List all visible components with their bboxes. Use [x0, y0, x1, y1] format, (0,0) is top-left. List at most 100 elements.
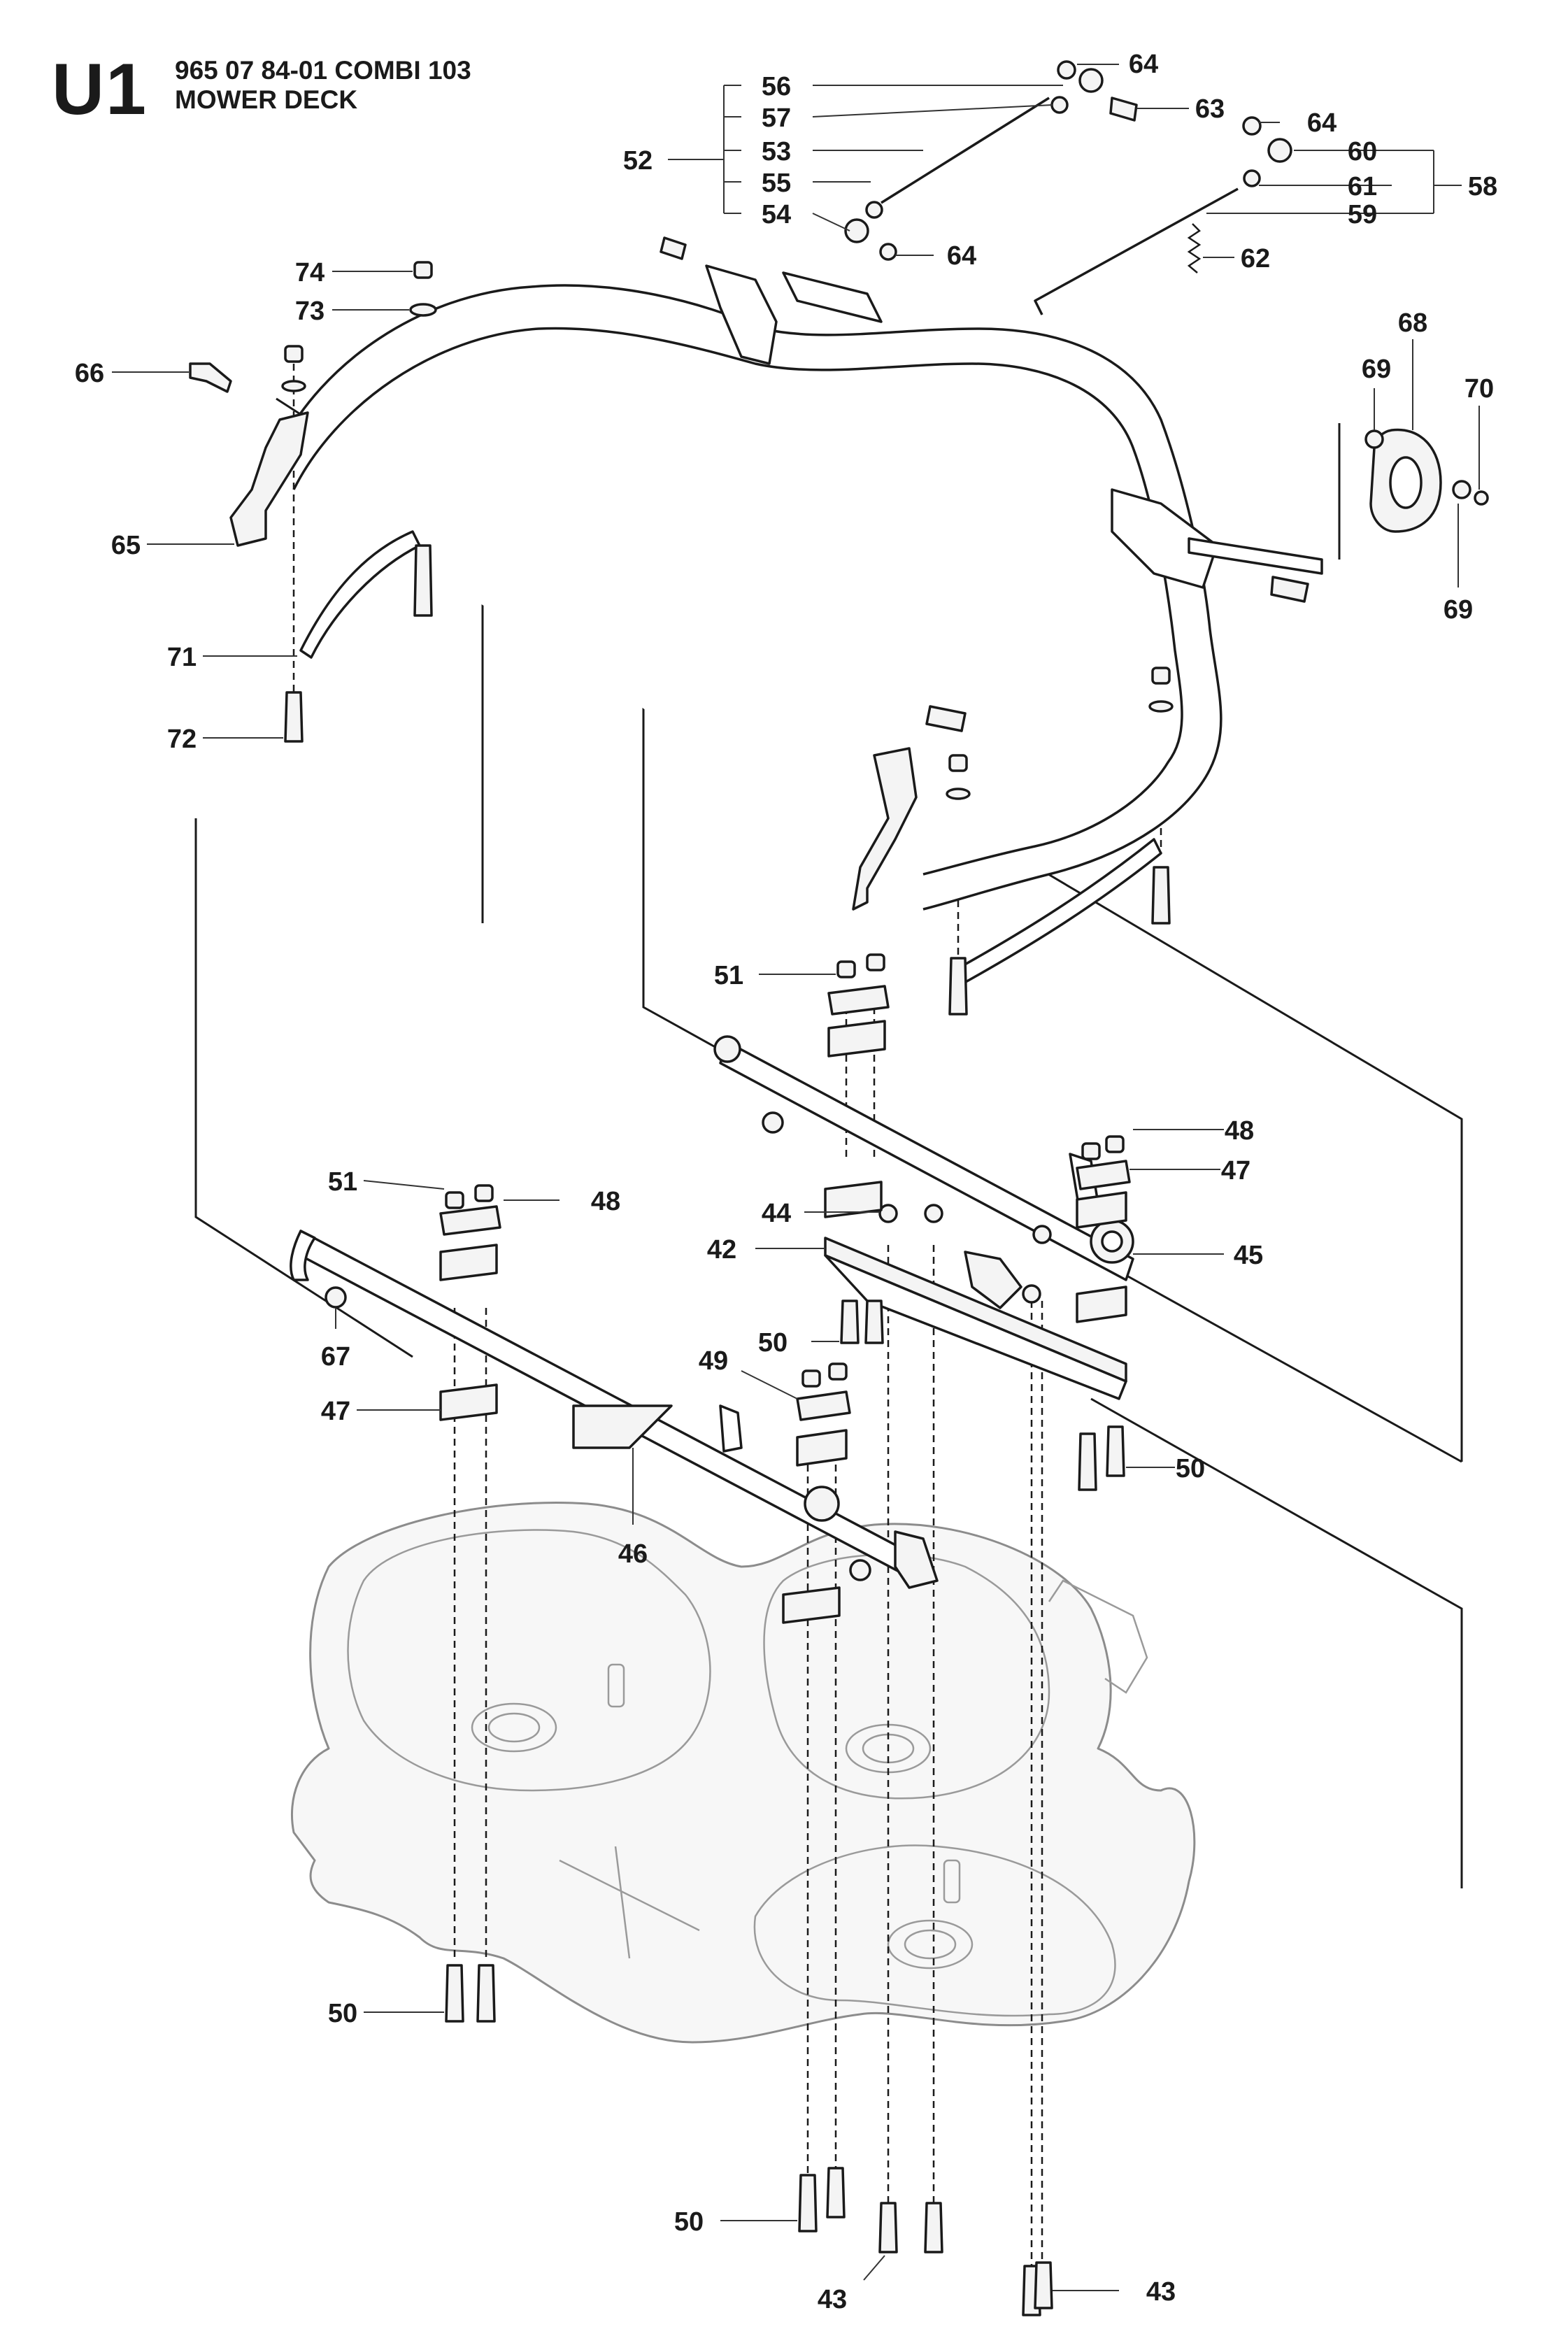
callout-74: 74 — [295, 258, 325, 287]
lift-arm-frame — [229, 264, 1323, 988]
callout-labels: 56 57 53 55 54 52 64 63 64 64 60 61 59 5… — [75, 50, 1497, 2314]
callout-68: 68 — [1398, 308, 1427, 338]
nut-51-f — [474, 1184, 494, 1202]
callout-50-bottom: 50 — [674, 2207, 704, 2237]
ball-joint-56 — [1078, 68, 1104, 93]
bolt-right-c — [1151, 866, 1171, 925]
mower-deck — [290, 1501, 1196, 2044]
plate-48-left — [439, 1205, 501, 1236]
callout-48-right: 48 — [1225, 1116, 1254, 1146]
nut-51-b — [866, 953, 885, 971]
lift-arm-bracket — [705, 264, 778, 365]
section-code: U1 — [52, 49, 148, 130]
deck-inner-left — [347, 1529, 711, 1792]
front-rod-collar — [804, 1486, 840, 1522]
callout-71: 71 — [167, 643, 197, 672]
bolt-43-d — [1034, 2261, 1053, 2309]
plate-48-right — [1076, 1160, 1131, 1190]
callout-63: 63 — [1195, 94, 1225, 124]
clamp-47-top-lower — [824, 1181, 883, 1218]
callout-51-left: 51 — [328, 1167, 357, 1197]
callout-54: 54 — [762, 200, 791, 229]
front-rod-end-right — [894, 1530, 939, 1589]
rear-rod-nut — [762, 1111, 784, 1134]
washer-right-b — [946, 788, 971, 800]
bushing-45-hole — [1101, 1230, 1123, 1253]
spring-62 — [1187, 223, 1202, 273]
bolt-43-a — [878, 2202, 898, 2253]
bolt-50-c — [1078, 1432, 1097, 1491]
bolt-right-d — [948, 957, 968, 1016]
washer-hanger — [281, 380, 306, 392]
deck-handle — [1048, 1579, 1148, 1694]
callout-42: 42 — [707, 1235, 736, 1265]
bolt-66 — [189, 362, 232, 393]
clamp-49 — [796, 1429, 848, 1467]
plane-left-lower — [194, 818, 413, 1358]
bolt-50-left-a — [445, 1964, 464, 2023]
wheel-hub — [1389, 456, 1423, 509]
front-rod-end-left — [290, 1230, 316, 1281]
right-link — [950, 838, 1162, 988]
bolt-left-vertical — [413, 544, 433, 617]
callout-62: 62 — [1241, 244, 1270, 273]
front-rod-nut-67 — [325, 1286, 347, 1309]
callout-44: 44 — [762, 1199, 791, 1228]
nut-51-a — [836, 960, 856, 978]
callout-69-bottom: 69 — [1444, 595, 1473, 625]
callout-64-right: 64 — [1307, 108, 1337, 138]
callout-43-left: 43 — [818, 2285, 847, 2314]
callout-55: 55 — [762, 169, 791, 198]
rear-rod-assembly — [713, 953, 1134, 1491]
bracket-42-lug — [964, 1251, 1022, 1309]
deck-pin-b — [943, 1859, 961, 1904]
wheel-axle — [1188, 537, 1323, 575]
callout-56: 56 — [762, 72, 791, 101]
nut-55 — [865, 201, 883, 219]
bottom-bolts — [445, 1964, 1053, 2316]
callout-60: 60 — [1348, 137, 1377, 166]
callout-53: 53 — [762, 137, 791, 166]
nut-64-right — [1242, 116, 1262, 136]
nut-74 — [413, 261, 433, 279]
diagram-header: U1 965 07 84-01 COMBI 103 MOWER DECK — [0, 0, 629, 140]
callout-64-top: 64 — [1129, 50, 1158, 79]
callout-66: 66 — [75, 359, 104, 388]
callout-50-left: 50 — [328, 1999, 357, 2028]
nut-51-c — [1081, 1142, 1101, 1160]
linkage-rods — [660, 60, 1292, 315]
clamp-47-left — [439, 1244, 498, 1281]
deck-inner-center — [763, 1553, 1050, 1800]
bolt-50-a — [840, 1299, 860, 1344]
nut-49-b — [828, 1362, 848, 1381]
nut-44-c — [1032, 1225, 1052, 1244]
callout-57: 57 — [762, 104, 791, 133]
washer-69b — [1452, 480, 1471, 499]
deck-inner-lower — [753, 1844, 1116, 2017]
washer-73 — [409, 303, 437, 317]
wheel-bracket-plate — [1111, 488, 1218, 589]
plate-48-top — [827, 985, 890, 1016]
lift-arm-tube-inner — [292, 327, 1183, 876]
callout-45: 45 — [1234, 1241, 1263, 1270]
callout-61: 61 — [1348, 172, 1377, 201]
nut-49-a — [801, 1369, 821, 1388]
spindle-lower-inner — [904, 1929, 957, 1960]
bolt-top-left — [660, 236, 687, 260]
callout-47-left: 47 — [321, 1397, 350, 1426]
gauge-wheel — [1270, 428, 1489, 603]
callout-70: 70 — [1464, 374, 1494, 404]
callout-52: 52 — [623, 146, 653, 176]
callout-47-right: 47 — [1221, 1156, 1250, 1185]
callout-59: 59 — [1348, 200, 1377, 229]
left-hanger-bracket-65 — [229, 411, 309, 547]
front-rod-nut-right — [849, 1559, 871, 1581]
bracket-42-body — [824, 1254, 1127, 1400]
washer-right-a — [1148, 700, 1174, 713]
callout-58: 58 — [1468, 172, 1497, 201]
nut-44-b — [924, 1204, 943, 1223]
callout-65: 65 — [111, 531, 141, 560]
nut-61 — [1243, 169, 1261, 187]
rod-53 — [881, 97, 1050, 204]
clamp-47-right — [1076, 1191, 1127, 1229]
